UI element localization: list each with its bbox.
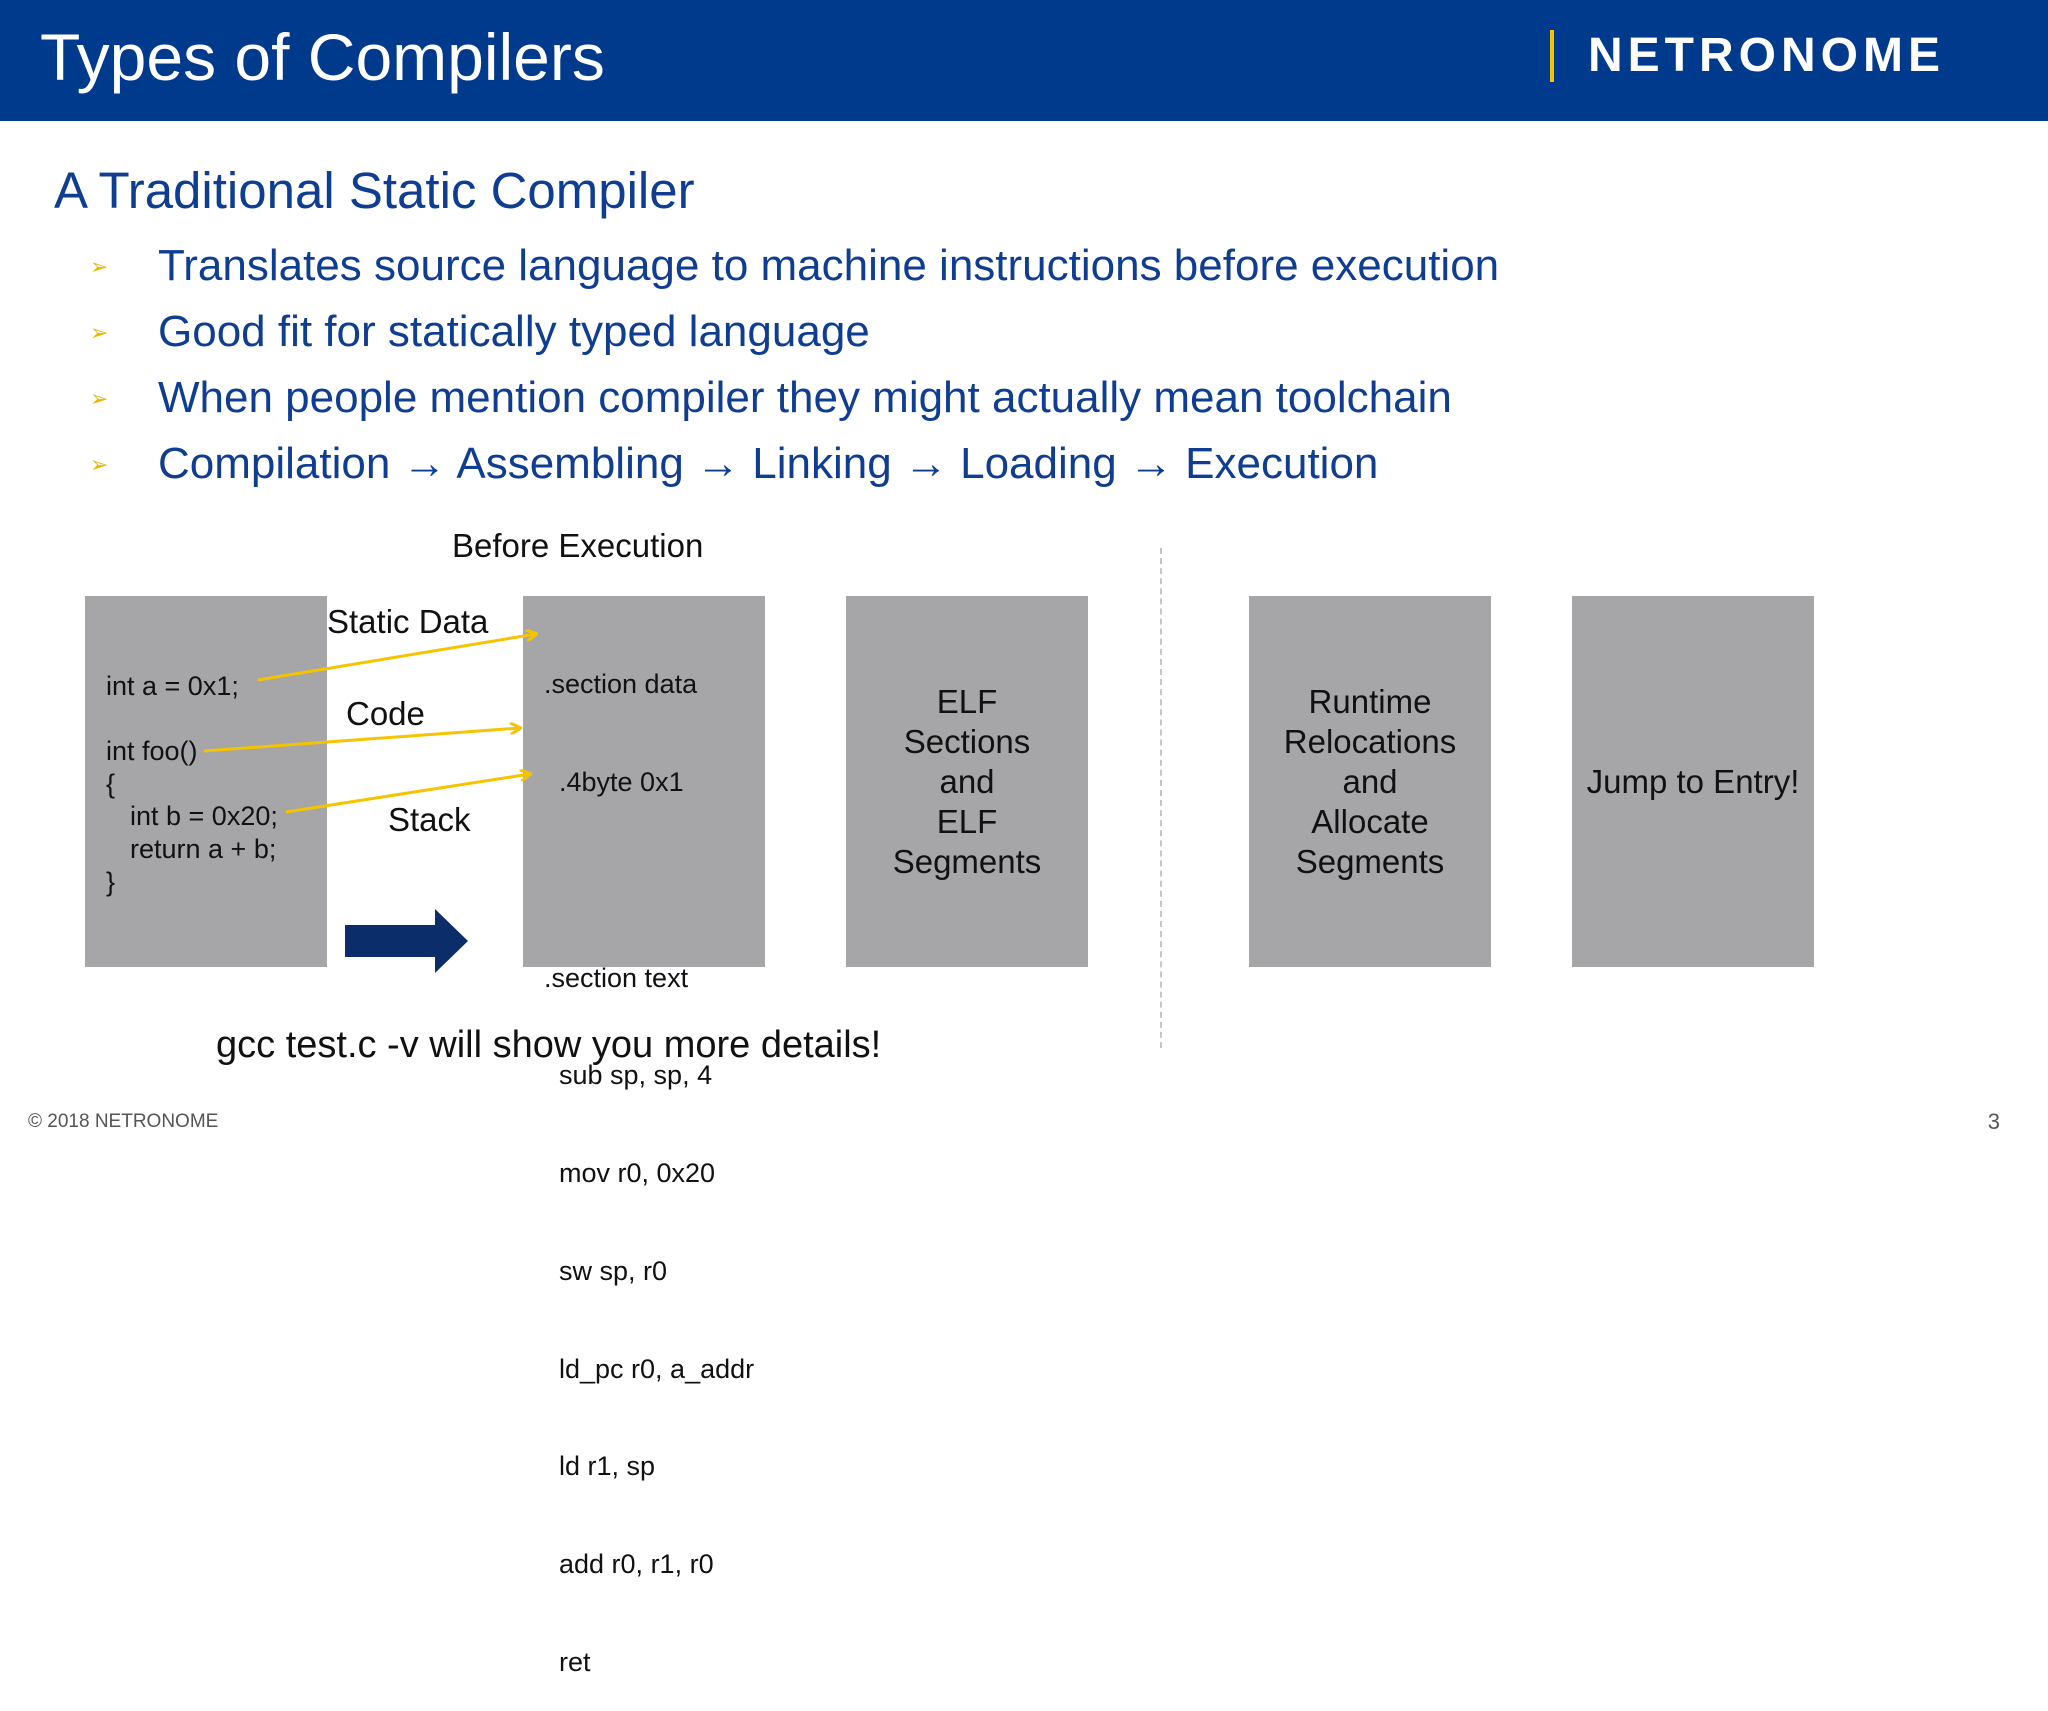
code-label: Code [346,695,425,732]
asm-line: ld_pc r0, a_addr [544,1353,755,1384]
diagram-caption: Before Execution [452,527,704,564]
asm-line: .4byte 0x1 [544,766,684,797]
bullet-text: Compilation → Assembling → Linking → Loa… [158,439,1379,488]
assembly-box [523,596,765,967]
source-line: } [106,866,116,897]
runtime-box: Runtime Relocations and Allocate Segment… [1249,596,1491,967]
source-line: { [106,768,116,799]
elf-line: Sections [903,722,1031,760]
elf-line: Segments [892,842,1042,880]
static-data-label: Static Data [327,603,489,640]
asm-line: mov r0, 0x20 [544,1158,716,1189]
source-line: return a + b; [130,833,277,864]
source-line: int b = 0x20; [130,801,278,832]
runtime-line: Relocations [1283,722,1457,760]
asm-line: sub sp, sp, 4 [544,1060,713,1091]
slide-subtitle: A Traditional Static Compiler [54,162,695,219]
slide-header: Types of Compilers NETRONOME [0,0,2048,121]
copyright-text: © 2018 NETRONOME [28,1111,219,1132]
source-line-blank [106,703,278,736]
netronome-logo: NETRONOME [1588,29,1945,82]
logo-divider [1550,30,1554,82]
stack-label: Stack [388,801,471,838]
page-number: 3 [1987,1109,2000,1134]
elf-line: ELF [936,802,998,840]
entry-text: Jump to Entry! [1586,762,1800,800]
section-divider [1160,548,1162,1048]
right-arrow-icon [345,909,468,973]
entry-box: Jump to Entry! [1572,596,1814,967]
footnote: gcc test.c -v will show you more details… [216,1024,882,1066]
asm-line-blank [544,864,754,897]
source-line: int a = 0x1; [106,671,239,701]
asm-line: .section text [544,962,689,993]
asm-line: add r0, r1, r0 [544,1549,714,1580]
arrowhead-bullet-icon: ➢ [90,254,109,279]
runtime-line: and [1342,762,1398,800]
bullet-text: Good fit for statically typed language [158,307,870,356]
bullet-text: When people mention compiler they might … [158,373,1452,422]
assembly-code: .section data .4byte 0x1 .section text s… [544,603,754,1711]
asm-line: ret [544,1647,591,1677]
elf-line: ELF [936,682,998,720]
slide-title: Types of Compilers [40,20,605,94]
runtime-line: Segments [1295,842,1445,880]
asm-line: .section data [544,669,698,700]
elf-line: and [939,762,995,800]
arrowhead-bullet-icon: ➢ [90,452,109,477]
arrowhead-bullet-icon: ➢ [90,386,109,411]
runtime-line: Runtime [1308,682,1432,720]
runtime-line: Allocate [1311,802,1429,840]
source-code: int a = 0x1; int foo() { int b = 0x20; r… [106,670,278,898]
asm-line: ld r1, sp [544,1451,656,1482]
bullet-text: Translates source language to machine in… [158,241,1500,290]
source-line: int foo() [106,736,198,767]
elf-box: ELF Sections and ELF Segments [846,596,1088,967]
asm-line: sw sp, r0 [544,1255,668,1286]
arrowhead-bullet-icon: ➢ [90,320,109,345]
